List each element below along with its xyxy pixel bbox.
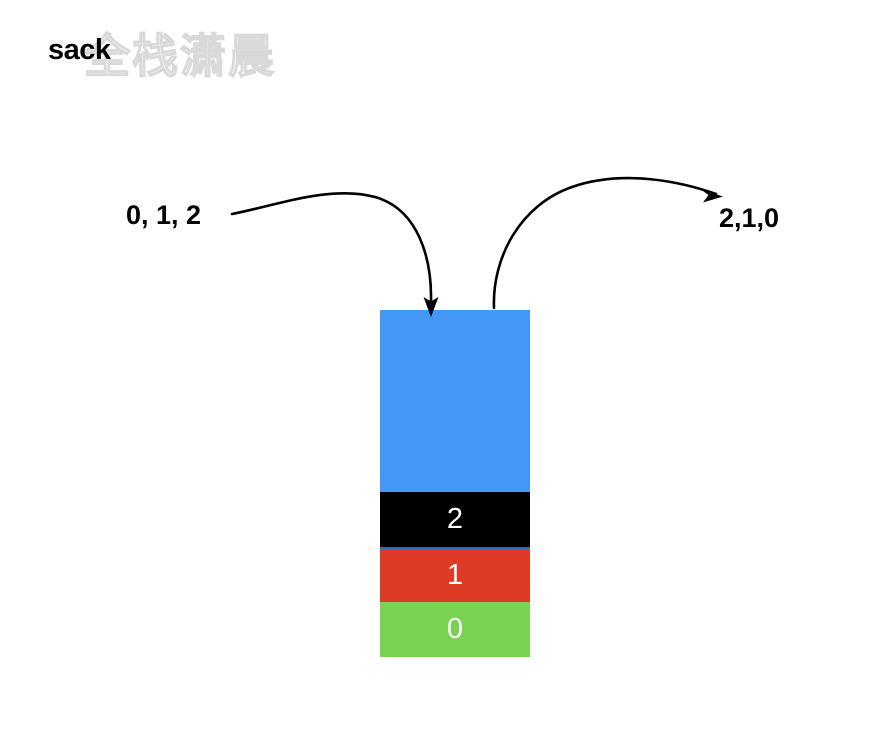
stack-item-1[interactable]: 1 <box>380 547 530 602</box>
push-arrow <box>230 191 439 317</box>
input-sequence-label: 0, 1, 2 <box>126 200 202 230</box>
pop-arrowhead <box>701 189 723 203</box>
stack-item-0[interactable]: 0 <box>380 602 530 657</box>
stack-free-space <box>380 310 530 492</box>
title-area: 全栈潇晨 sack <box>48 18 368 82</box>
output-sequence-label: 2,1,0 <box>719 203 780 233</box>
watermark-text: 全栈潇晨 <box>83 29 276 82</box>
pop-arrow <box>492 176 723 310</box>
stack-item-2[interactable]: 2 <box>380 492 530 547</box>
stack-container: 2 1 0 <box>380 310 530 657</box>
page-title: sack <box>48 34 111 66</box>
